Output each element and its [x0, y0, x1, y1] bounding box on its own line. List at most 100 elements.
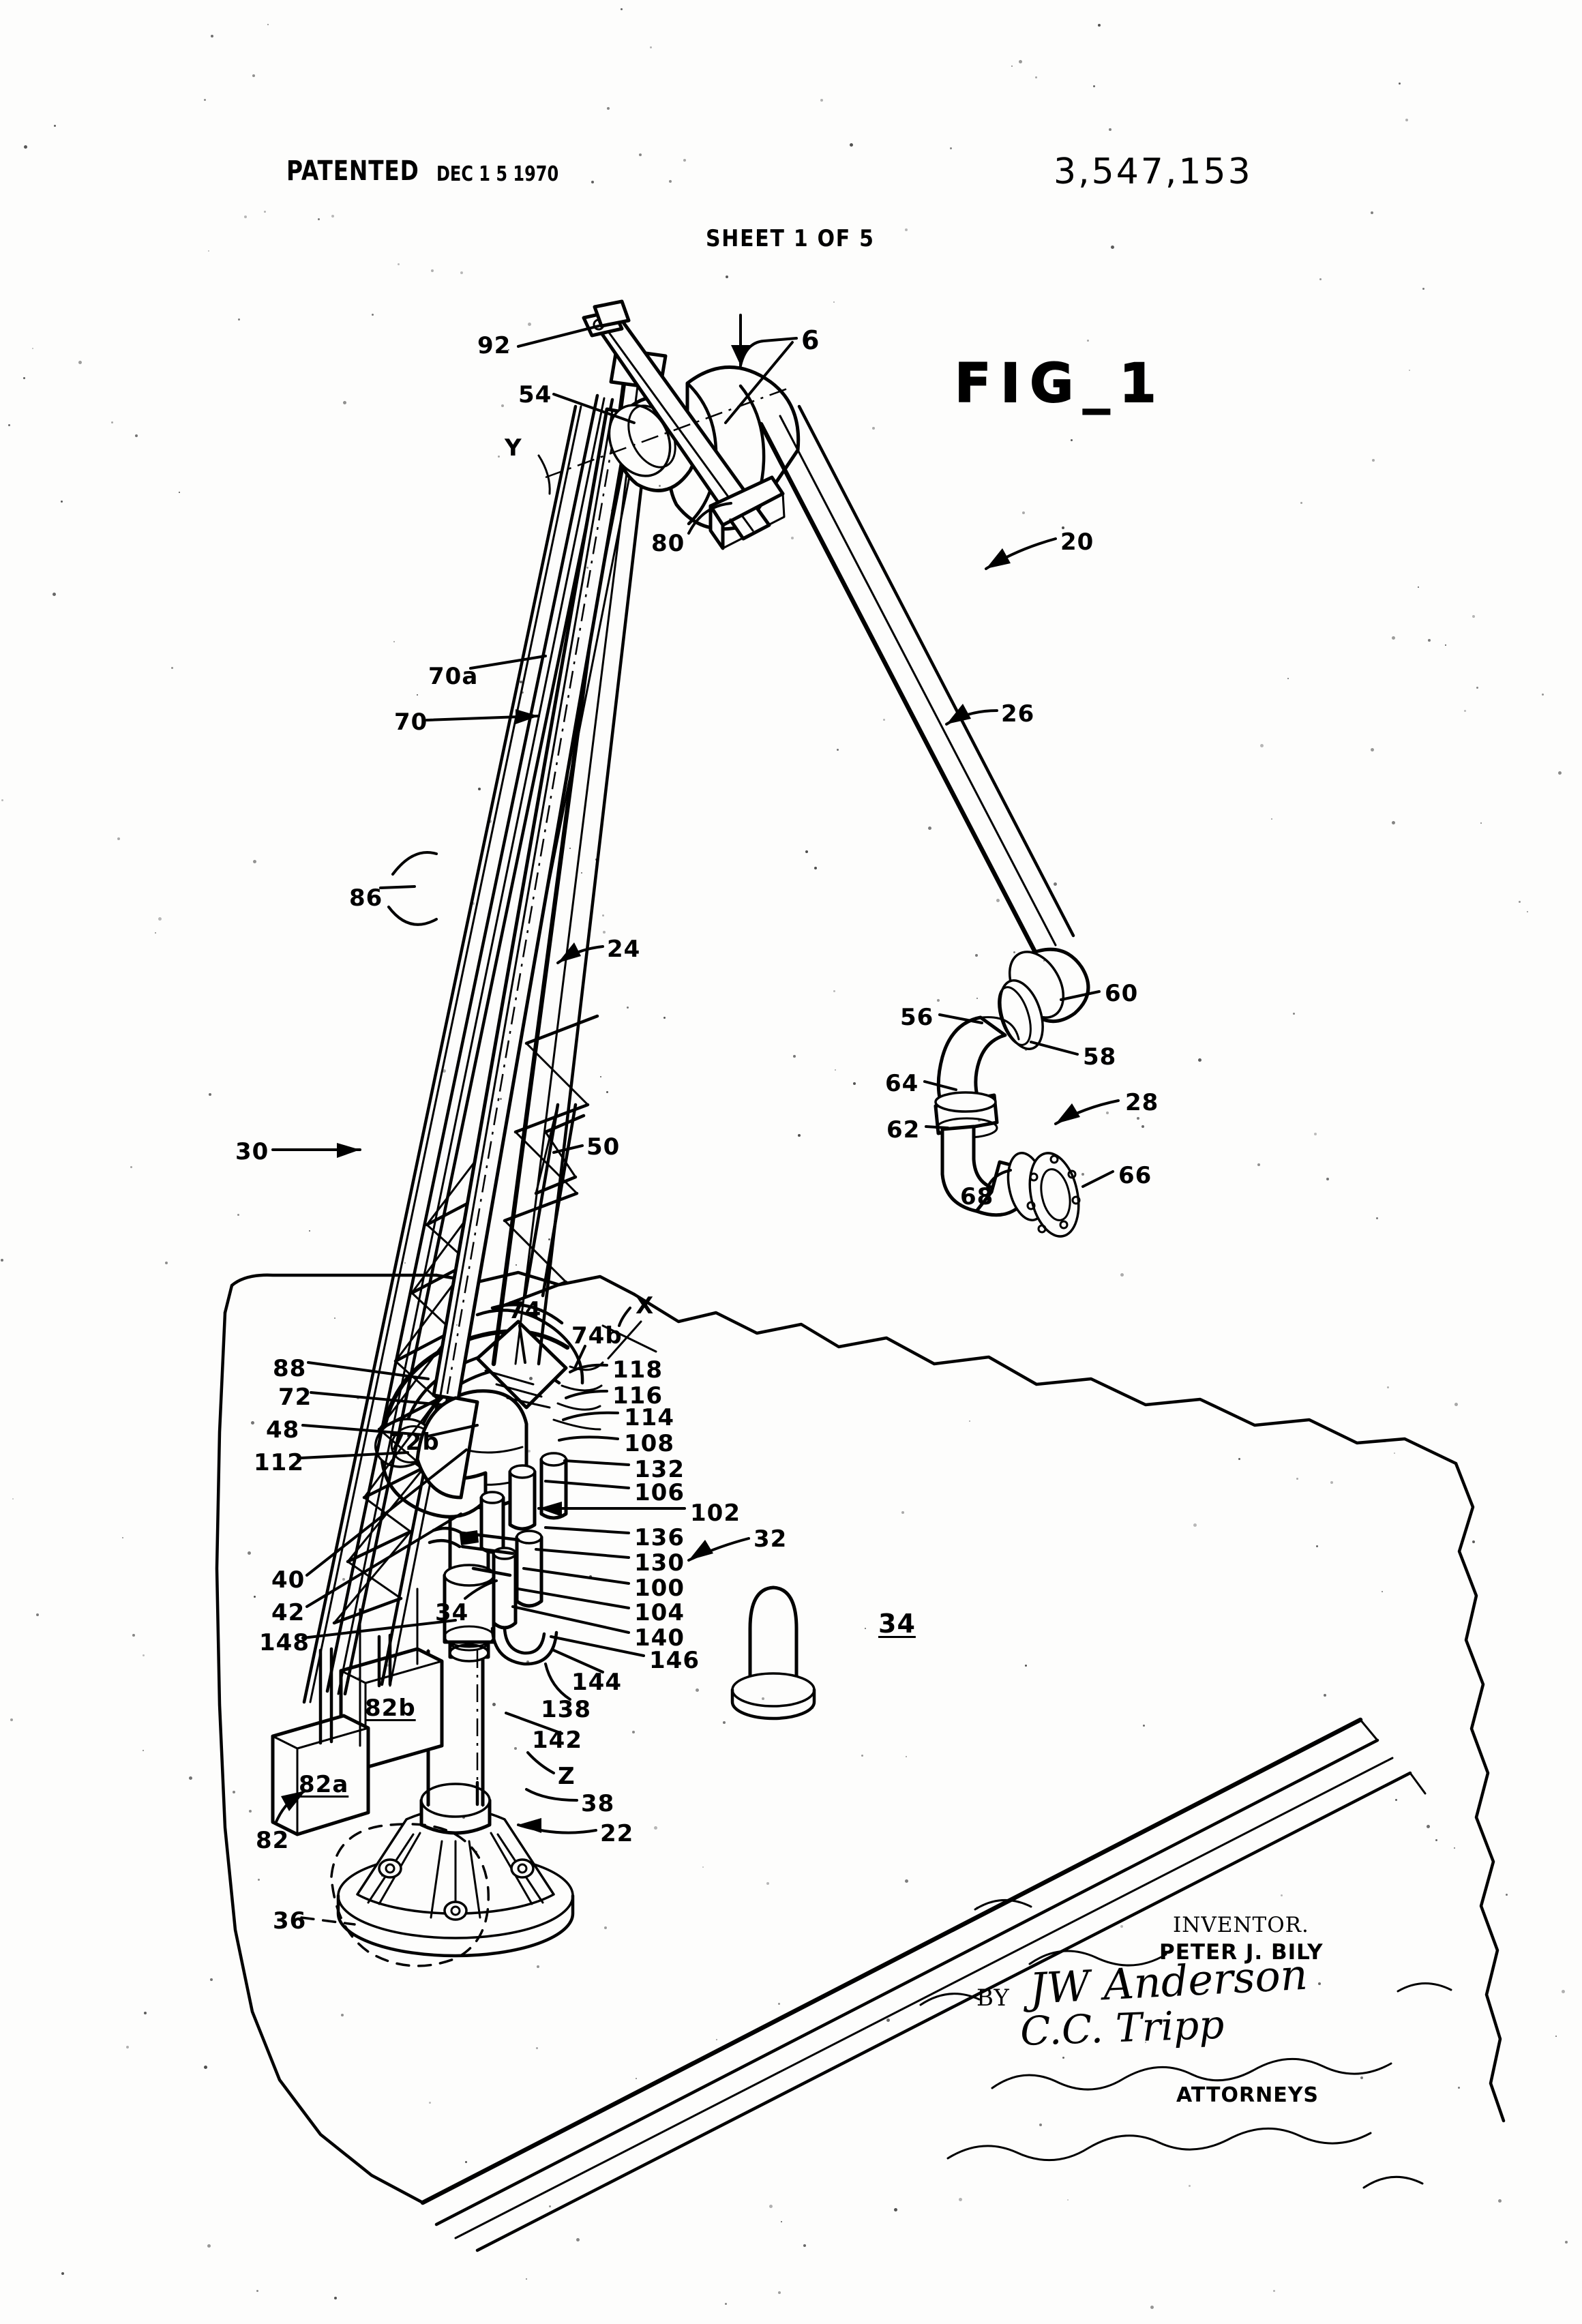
scan-speck	[8, 424, 10, 426]
scan-speck	[537, 1965, 539, 1968]
scan-speck	[207, 2244, 211, 2248]
scan-speck	[798, 1134, 801, 1137]
reference-numeral-24: 24	[607, 936, 641, 963]
scan-speck	[492, 1703, 496, 1706]
scan-speck	[611, 509, 613, 511]
scan-speck	[1120, 1925, 1123, 1928]
scan-speck	[1555, 2036, 1557, 2037]
reference-numeral-22: 22	[600, 1820, 634, 1847]
scan-speck	[723, 1721, 726, 1724]
boom-head-swivel	[537, 299, 801, 550]
reference-numeral-148: 148	[259, 1629, 310, 1656]
reference-numeral-72: 72	[278, 1384, 312, 1411]
bollard	[730, 1585, 816, 1720]
scan-speck	[12, 1498, 14, 1500]
scan-speck	[254, 1596, 256, 1598]
scan-speck	[1262, 1770, 1264, 1772]
scan-speck	[814, 867, 817, 869]
scan-speck	[716, 2039, 717, 2040]
scan-speck	[659, 485, 661, 487]
scan-speck	[1394, 1452, 1395, 1454]
scan-speck	[1071, 439, 1073, 441]
scan-speck	[1, 799, 3, 801]
scan-speck	[1458, 2087, 1460, 2089]
attorney-signature-2: C.C. Tripp	[1019, 2001, 1225, 2055]
scan-speck	[1035, 76, 1037, 78]
scan-speck	[778, 2003, 780, 2005]
scan-speck	[769, 2205, 773, 2208]
scan-speck	[208, 250, 209, 252]
scan-speck	[906, 1756, 907, 1757]
scan-speck	[603, 931, 606, 934]
scan-speck	[429, 2102, 431, 2104]
scan-speck	[1387, 1386, 1389, 1388]
reference-numeral-X: X	[636, 1292, 655, 1320]
scan-speck	[1093, 85, 1095, 87]
scan-speck	[158, 917, 162, 921]
scan-speck	[803, 2244, 806, 2247]
reference-numeral-108: 108	[624, 1430, 674, 1457]
scan-speck	[211, 35, 213, 38]
scan-speck	[54, 125, 56, 127]
reference-numeral-26: 26	[1001, 700, 1035, 728]
figure-title: FIG_1	[954, 353, 1166, 415]
patent-number: 3,547,153	[1054, 151, 1253, 192]
scan-speck	[905, 228, 908, 231]
scan-speck	[969, 1420, 970, 1422]
scan-speck	[238, 318, 240, 321]
scan-speck	[1480, 822, 1482, 824]
scan-speck	[1382, 1591, 1383, 1592]
scan-speck	[1111, 245, 1114, 249]
scan-speck	[61, 2272, 64, 2275]
scan-speck	[1392, 636, 1395, 640]
scan-speck	[589, 1575, 592, 1578]
scan-speck	[1143, 1725, 1145, 1727]
scan-speck	[357, 1397, 359, 1399]
scan-speck	[155, 932, 156, 934]
scan-speck	[431, 269, 434, 272]
scan-speck	[251, 1421, 254, 1425]
reference-numeral-80: 80	[651, 530, 685, 557]
scan-speck	[805, 850, 808, 853]
scan-speck	[1019, 60, 1022, 63]
scan-speck	[1137, 1117, 1139, 1120]
scan-speck	[600, 1076, 601, 1077]
reference-numeral-138: 138	[541, 1696, 591, 1723]
reference-numeral-34: 34	[435, 1599, 469, 1626]
scan-speck	[1371, 748, 1374, 751]
scan-speck	[334, 1317, 335, 1319]
scan-speck	[872, 427, 875, 430]
scan-speck	[901, 1511, 904, 1514]
scan-speck	[663, 1017, 666, 1019]
scan-speck	[683, 159, 686, 162]
scan-speck	[996, 899, 1000, 902]
scan-speck	[357, 1677, 361, 1680]
inventor-label: INVENTOR.	[1173, 1913, 1309, 1937]
reference-numeral-104: 104	[634, 1599, 685, 1626]
reference-numeral-102: 102	[690, 1500, 741, 1527]
reference-numeral-82a: 82a	[299, 1771, 349, 1798]
scan-speck	[460, 271, 463, 274]
scan-speck	[264, 211, 266, 213]
scan-speck	[189, 1776, 192, 1780]
reference-numeral-50: 50	[586, 1133, 621, 1161]
reference-numeral-74: 74	[508, 1297, 542, 1324]
scan-speck	[576, 2238, 580, 2241]
scan-speck	[607, 107, 610, 110]
scan-speck	[762, 1697, 764, 1700]
reference-numeral-100: 100	[634, 1575, 685, 1602]
scan-speck	[417, 694, 418, 696]
scan-speck	[548, 1238, 550, 1240]
scan-speck	[1454, 1847, 1455, 1849]
reference-numeral-132: 132	[634, 1456, 685, 1483]
valve-flange-assembly	[934, 979, 1081, 1238]
scan-speck	[1039, 2124, 1042, 2126]
scan-speck	[233, 1791, 235, 1793]
scan-speck	[1318, 1982, 1321, 1985]
scan-speck	[61, 501, 63, 503]
scan-speck	[372, 314, 374, 316]
reference-numeral-106: 106	[634, 1479, 685, 1506]
scan-speck	[331, 215, 334, 218]
scan-speck	[1145, 2042, 1146, 2043]
scan-speck	[1287, 678, 1289, 679]
